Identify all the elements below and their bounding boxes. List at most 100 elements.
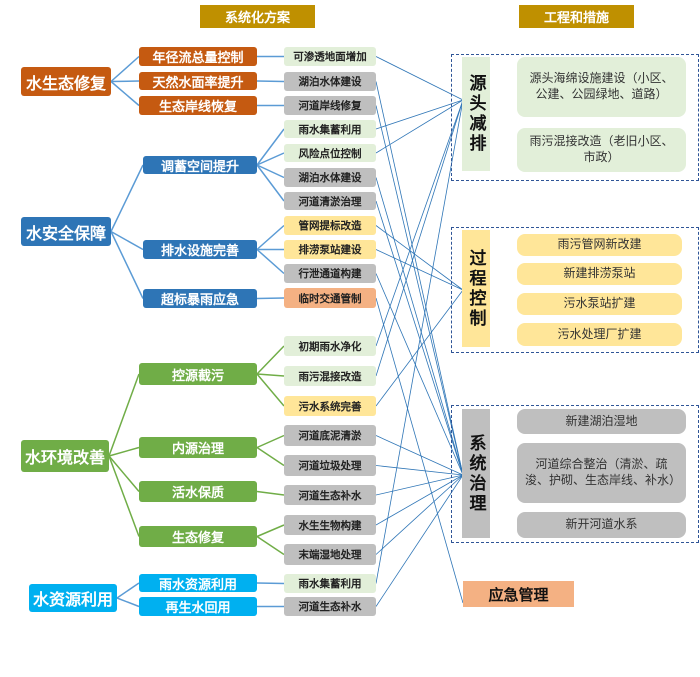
tree-connector (256, 80, 285, 83)
tree-connector (256, 524, 285, 538)
mapping-connector (375, 225, 464, 291)
tree-connector (256, 535, 285, 556)
tree-connector (110, 164, 144, 232)
mapping-connector (375, 297, 464, 604)
tree-connector (116, 582, 140, 599)
group-label-system: 系统治理 (462, 409, 490, 538)
subcategory-node: 再生水回用 (139, 597, 257, 616)
measure-item: 雨污混接改造（老旧小区、市政） (517, 128, 686, 172)
measure-node: 雨水集蓄利用 (284, 574, 376, 593)
tree-connector (110, 80, 140, 107)
tree-connector (256, 434, 285, 449)
measure-node: 初期雨水净化 (284, 336, 376, 356)
measure-node: 行泄通道构建 (284, 264, 376, 283)
tree-connector (116, 597, 140, 608)
header-systematic-plan: 系统化方案 (200, 5, 315, 28)
subcategory-node: 天然水面率提升 (139, 72, 257, 91)
subcategory-node: 年径流总量控制 (139, 47, 257, 66)
mapping-connector (375, 99, 464, 154)
measure-item: 新建排涝泵站 (517, 263, 682, 285)
subcategory-node: 内源治理 (139, 437, 257, 458)
tree-connector (256, 373, 285, 377)
group-emergency-management: 应急管理 (463, 581, 574, 607)
tree-connector (256, 224, 285, 251)
group-label-process: 过程控制 (462, 230, 490, 347)
measure-node: 水生生物构建 (284, 515, 376, 535)
measure-node: 雨水集蓄利用 (284, 120, 376, 138)
tree-connector (256, 128, 285, 166)
mapping-connector (375, 81, 464, 476)
mapping-connector (375, 249, 464, 291)
measure-node: 可渗透地面增加 (284, 47, 376, 66)
subcategory-node: 超标暴雨应急 (143, 289, 257, 308)
measure-item: 源头海绵设施建设（小区、公建、公园绿地、道路） (517, 57, 686, 117)
subcategory-node: 生态岸线恢复 (139, 96, 257, 115)
measure-node: 湖泊水体建设 (284, 168, 376, 187)
tree-connector (256, 373, 285, 407)
measure-node: 河道底泥清淤 (284, 425, 376, 446)
category-node: 水生态修复 (21, 67, 111, 96)
subcategory-node: 生态修复 (139, 526, 257, 547)
measure-node: 排涝泵站建设 (284, 240, 376, 259)
measure-item: 雨污管网新改建 (517, 234, 682, 256)
tree-connector (256, 248, 285, 275)
measure-item: 污水泵站扩建 (517, 293, 682, 315)
tree-connector (256, 164, 285, 179)
measure-node: 雨污混接改造 (284, 366, 376, 386)
group-source-reduction (451, 54, 699, 181)
tree-connector (256, 490, 285, 496)
tree-connector (256, 297, 285, 300)
group-system-governance (451, 405, 699, 543)
mapping-connector (375, 99, 464, 130)
tree-connector (110, 231, 144, 299)
tree-connector (256, 152, 285, 166)
mapping-connector (375, 177, 464, 476)
measure-node: 临时交通管制 (284, 288, 376, 308)
measure-item: 新建湖泊湿地 (517, 409, 686, 434)
tree-connector (108, 455, 140, 492)
tree-connector (108, 446, 140, 457)
category-node: 水环境改善 (21, 440, 109, 472)
mapping-connector (375, 99, 464, 584)
measure-node: 河道清淤治理 (284, 192, 376, 210)
mapping-connector (375, 474, 464, 496)
tree-connector (256, 446, 285, 467)
mapping-connector (375, 273, 464, 476)
tree-connector (108, 373, 140, 457)
mapping-connector (375, 99, 464, 347)
subcategory-node: 雨水资源利用 (139, 574, 257, 593)
tree-connector (256, 582, 285, 585)
mapping-connector (375, 435, 464, 476)
header-engineering-measures: 工程和措施 (519, 5, 634, 28)
mapping-connector (375, 105, 464, 476)
group-process-control (451, 227, 699, 353)
mapping-connector (375, 200, 464, 476)
measure-node: 污水系统完善 (284, 396, 376, 416)
subcategory-node: 控源截污 (139, 363, 257, 385)
mapping-connector (375, 474, 464, 555)
mapping-connector (375, 99, 464, 377)
tree-connector (110, 55, 140, 83)
category-node: 水安全保障 (21, 217, 111, 246)
measure-node: 管网提标改造 (284, 216, 376, 235)
measure-node: 河道生态补水 (284, 485, 376, 505)
measure-node: 河道生态补水 (284, 597, 376, 616)
measure-node: 河道垃圾处理 (284, 455, 376, 476)
category-node: 水资源利用 (29, 584, 117, 612)
subcategory-node: 排水设施完善 (143, 240, 257, 259)
tree-connector (108, 455, 140, 537)
mapping-connector (375, 474, 464, 526)
subcategory-node: 活水保质 (139, 481, 257, 502)
tree-connector (256, 164, 285, 202)
tree-connector (110, 230, 144, 251)
tree-connector (256, 345, 285, 375)
measure-node: 湖泊水体建设 (284, 72, 376, 91)
measure-item: 污水处理厂扩建 (517, 323, 682, 346)
group-label-source: 源头减排 (462, 57, 490, 171)
mapping-connector (375, 289, 464, 407)
measure-node: 风险点位控制 (284, 144, 376, 162)
measure-node: 河道岸线修复 (284, 96, 376, 115)
measure-item: 河道综合整治（清淤、疏浚、护砌、生态岸线、补水） (517, 443, 686, 503)
